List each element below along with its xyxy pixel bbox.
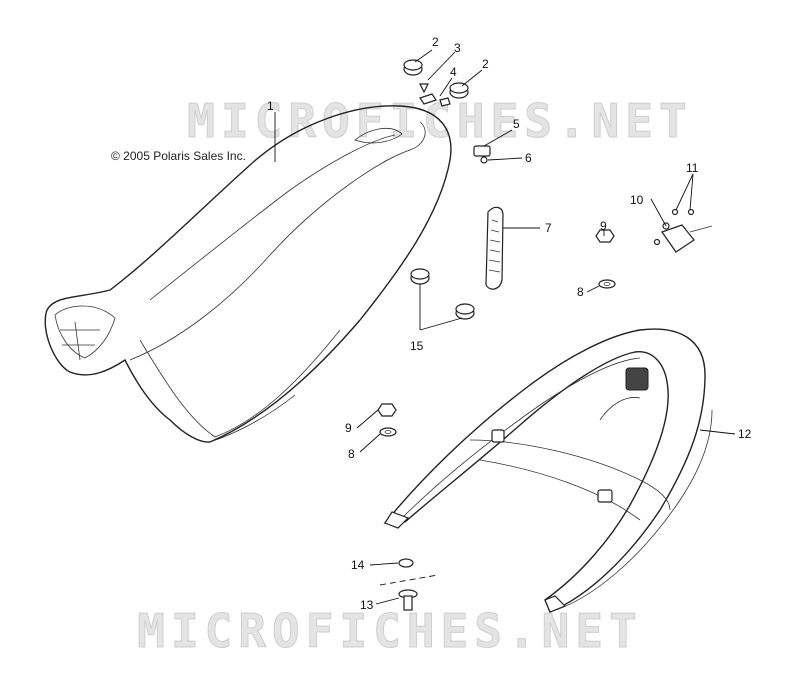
callout-6: 6: [525, 151, 532, 165]
part-2-bumper-a: [403, 59, 423, 76]
part-14-washer: [398, 558, 414, 568]
part-9-nut-upper: [595, 229, 615, 243]
part-7-strap: [485, 206, 504, 290]
callout-10: 10: [630, 193, 644, 207]
callout-3: 3: [454, 41, 461, 55]
callout-1: 1: [267, 99, 274, 113]
center-line: [379, 574, 439, 586]
callout-13: 13: [360, 598, 374, 612]
part-9-nut-lower: [377, 403, 397, 417]
callout-5: 5: [513, 117, 520, 131]
callout-labels: 1 2 3 4 2 5 6 7 9 8 10 11 15 9 8 12 14 1…: [267, 35, 752, 612]
callout-14: 14: [351, 558, 365, 572]
part-10-latch-assembly: [661, 222, 713, 253]
storage-tray: [383, 328, 713, 613]
callout-11: 11: [686, 161, 699, 175]
part-3-screw: [419, 83, 429, 94]
callout-9-a: 9: [600, 219, 607, 233]
watermark-bottom: MICROFICHES.NET: [137, 604, 643, 659]
part-8-washer-lower: [379, 427, 397, 437]
callout-2-a: 2: [432, 35, 439, 49]
callout-8-b: 8: [348, 447, 355, 461]
callout-8-a: 8: [577, 285, 584, 299]
leader-lines: [274, 49, 736, 605]
watermark-top: MICROFICHES.NET: [187, 94, 693, 149]
part-2-bumper-b: [449, 82, 469, 99]
part-5-clip: [473, 145, 491, 157]
callout-2-b: 2: [482, 57, 489, 71]
seat-cushion: [44, 105, 452, 443]
callout-4: 4: [450, 65, 457, 79]
part-11-screws: [653, 208, 695, 246]
copyright-notice: © 2005 Polaris Sales Inc.: [111, 149, 246, 163]
callout-7: 7: [545, 221, 552, 235]
callout-9-b: 9: [345, 421, 352, 435]
part-15-bumpers: [410, 268, 475, 320]
callout-15: 15: [410, 339, 424, 353]
callout-12: 12: [738, 427, 752, 441]
part-6-screw: [480, 156, 488, 164]
part-4-latch: [419, 93, 451, 107]
part-13-bolt: [398, 589, 418, 611]
part-8-washer-upper: [598, 279, 616, 289]
